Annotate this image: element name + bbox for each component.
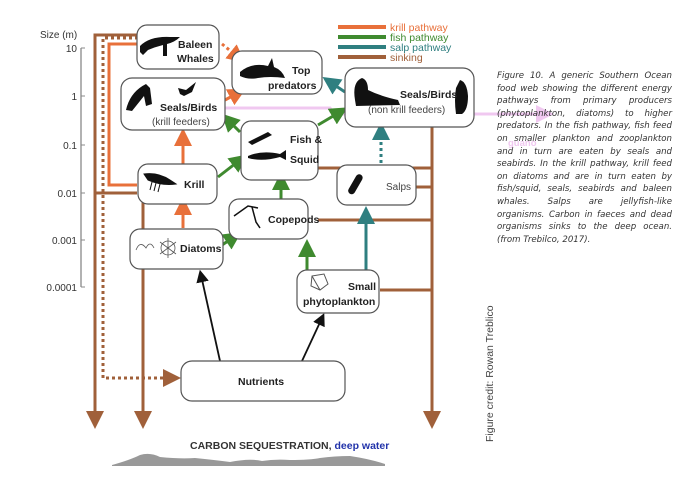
tick-label: 10 bbox=[66, 44, 78, 55]
seals-to-predators-arrow bbox=[224, 88, 246, 106]
tick-label: 0.001 bbox=[52, 236, 77, 247]
krill-icon bbox=[143, 173, 178, 193]
node-krill: Krill bbox=[137, 163, 218, 205]
axis-title: Size (m) bbox=[40, 30, 77, 41]
node-sublabel: (non krill feeders) bbox=[368, 105, 445, 116]
nutrients-to-diatoms-arrow bbox=[196, 269, 221, 362]
penguin-icon bbox=[455, 80, 468, 114]
axis-ticks: 10 1 0.1 0.01 0.001 0.0001 bbox=[46, 44, 85, 294]
carbon-sequestration-label: CARBON SEQUESTRATION, deep water bbox=[190, 440, 389, 452]
deep-water-label: deep water bbox=[332, 440, 390, 452]
krill-pathways bbox=[107, 42, 246, 228]
figure-credit: Figure credit: Rowan Treblico bbox=[484, 305, 496, 442]
node-label: Krill bbox=[184, 179, 205, 191]
node-label: Copepods bbox=[268, 214, 319, 226]
tick-label: 0.01 bbox=[58, 189, 78, 200]
fish-icon bbox=[248, 150, 286, 160]
node-label: Nutrients bbox=[238, 376, 284, 388]
legend-label-fish: fish pathway bbox=[390, 32, 449, 44]
node-label: Top bbox=[292, 65, 310, 77]
legend-label-krill: krill pathway bbox=[390, 22, 449, 34]
fish-to-nonkrill-seals-arrow bbox=[317, 107, 348, 127]
node-small-phytoplankton: Small phytoplankton bbox=[296, 269, 380, 314]
legend-label-sinking: sinking bbox=[390, 52, 423, 64]
node-seals-birds-nonkrill: Seals/Birds (non krill feeders) bbox=[344, 67, 475, 128]
whale-icon bbox=[140, 36, 180, 56]
node-label: Baleen bbox=[178, 39, 212, 51]
nutrient-pathways bbox=[196, 269, 325, 362]
node-label: Squid bbox=[290, 154, 319, 166]
diatom-icon bbox=[135, 238, 177, 258]
tick-label: 1 bbox=[71, 92, 77, 103]
node-diatoms: Diatoms bbox=[129, 228, 224, 270]
node-label: Seals/Birds bbox=[400, 89, 457, 101]
krill-to-fish-arrow bbox=[217, 154, 248, 179]
bird-icon bbox=[178, 82, 196, 96]
salp-icon bbox=[348, 174, 363, 195]
copepod-icon bbox=[233, 205, 261, 229]
sinking-arrow-left bbox=[86, 33, 137, 429]
carbon-sequestration-main: CARBON SEQUESTRATION, bbox=[190, 440, 332, 452]
node-salps: Salps bbox=[336, 164, 417, 206]
node-label: phytoplankton bbox=[303, 296, 375, 308]
node-label: Seals/Birds bbox=[160, 102, 217, 114]
krill-to-whales-line bbox=[107, 42, 137, 187]
node-label: Salps bbox=[386, 182, 411, 193]
node-seals-birds-krill: Seals/Birds (krill feeders) bbox=[120, 77, 226, 131]
nutrients-to-phyto-arrow bbox=[301, 313, 325, 362]
seal-icon bbox=[126, 84, 152, 111]
node-sublabel: (krill feeders) bbox=[152, 117, 210, 128]
legend-label-salp: salp pathway bbox=[390, 42, 452, 54]
node-copepods: Copepods bbox=[228, 198, 319, 240]
size-axis: Size (m) 10 1 0.1 0.01 0.001 0.0001 bbox=[40, 30, 85, 294]
salp-pathways bbox=[322, 77, 390, 270]
whale-fall-dotted-arrow bbox=[101, 36, 181, 387]
squid-icon bbox=[248, 132, 272, 145]
elephant-seal-icon bbox=[354, 78, 400, 106]
tick-label: 0.1 bbox=[63, 141, 77, 152]
orca-icon bbox=[240, 58, 285, 79]
node-label: predators bbox=[268, 80, 317, 92]
phytoplankton-icon bbox=[310, 273, 329, 291]
node-label: Small bbox=[348, 281, 376, 293]
node-label: Fish & bbox=[290, 134, 323, 146]
seals-to-predators-salp-arrow bbox=[322, 77, 346, 95]
guano-label: guano bbox=[508, 138, 537, 149]
figure-caption: Figure 10. A generic Southern Ocean food… bbox=[497, 71, 672, 245]
node-nutrients: Nutrients bbox=[180, 360, 346, 402]
node-label: Whales bbox=[177, 53, 214, 65]
node-fish-squid: Fish & Squid bbox=[240, 120, 323, 181]
seafloor-silhouette bbox=[112, 453, 385, 466]
fish-pathways bbox=[217, 107, 348, 270]
node-top-predators: Top predators bbox=[231, 50, 323, 95]
legend: krill pathway fish pathway salp pathway … bbox=[338, 22, 452, 64]
tick-label: 0.0001 bbox=[46, 283, 77, 294]
node-label: Diatoms bbox=[180, 243, 222, 255]
fish-to-seals-arrow bbox=[221, 113, 242, 134]
node-baleen-whales: Baleen Whales bbox=[136, 24, 220, 70]
diatoms-to-copepods-arrow bbox=[221, 232, 242, 250]
carbon-sequestration: CARBON SEQUESTRATION, deep water bbox=[112, 440, 389, 466]
